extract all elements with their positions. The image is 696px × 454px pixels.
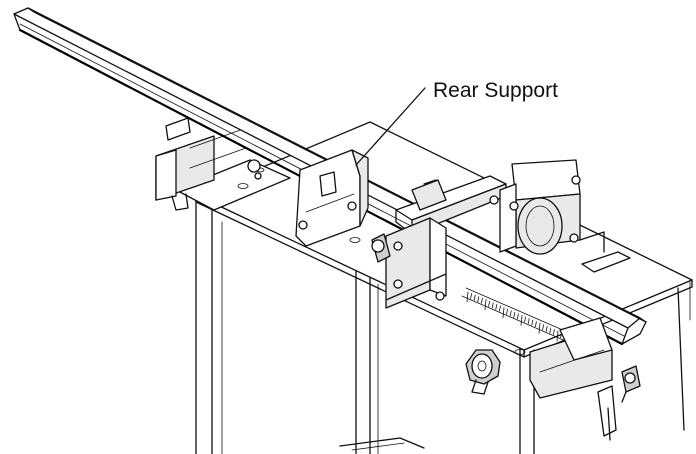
scale-tick — [470, 293, 473, 299]
scale-tick — [488, 300, 491, 307]
scale-tick — [466, 291, 469, 303]
scale-tick — [556, 330, 559, 342]
roller-housing — [499, 159, 631, 273]
callout-leader-line — [355, 87, 426, 166]
left-clamp-assembly — [155, 117, 262, 211]
scale-tick — [484, 299, 487, 311]
scale-tick — [553, 329, 555, 335]
scale-tick — [517, 313, 519, 320]
scale-tick — [535, 321, 537, 328]
scale-tick — [545, 325, 548, 332]
scale-tick — [549, 327, 552, 334]
cabinet-stand — [195, 194, 691, 454]
scale-tick — [531, 319, 534, 326]
scale-tick — [520, 314, 523, 326]
lock-knob — [465, 349, 501, 395]
carriage-assembly — [371, 175, 507, 309]
scale-tick — [473, 294, 476, 301]
right-clamp-assembly — [529, 317, 641, 441]
scale-tick — [524, 316, 526, 323]
scale-tick — [480, 297, 483, 304]
scale-tick — [502, 307, 505, 319]
scale-tick — [498, 305, 501, 312]
callout-label: Rear Support — [433, 79, 558, 102]
scale-tick — [542, 324, 544, 331]
scale-tick — [538, 322, 541, 334]
scale-tick — [495, 304, 498, 310]
rear-support — [295, 149, 369, 247]
scale-tick — [513, 311, 516, 318]
callout-rear-support: Rear Support — [355, 79, 558, 166]
scale-tick — [509, 310, 512, 317]
scale-tick — [527, 318, 530, 324]
scale-tick — [477, 296, 480, 303]
scale-tick — [506, 308, 509, 315]
scale-tick — [491, 302, 494, 309]
